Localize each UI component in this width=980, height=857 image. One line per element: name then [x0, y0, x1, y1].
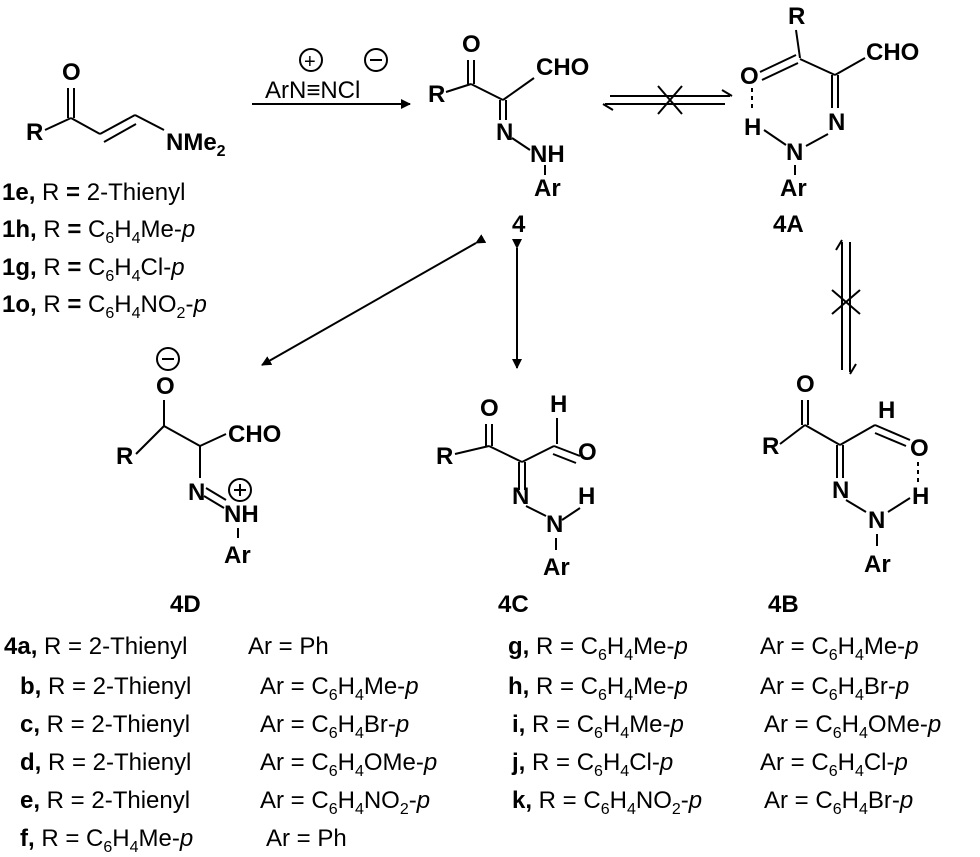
svg-text:H: H [550, 391, 567, 418]
starting-material-list: 1e, R = 2-Thienyl 1h, R = C6H4Me-p 1g, R… [2, 179, 207, 322]
svg-text:N: N [832, 477, 849, 504]
svg-text:R: R [762, 433, 779, 460]
compound-4B-structure: O R H O N H N Ar 4B [762, 371, 929, 618]
svg-text:N: N [868, 507, 885, 534]
atom-o: O [62, 59, 81, 86]
starting-1h: 1h, R = C6H4Me-p [2, 216, 195, 247]
svg-text:CHO: CHO [228, 421, 281, 448]
label-4D: 4D [170, 591, 201, 618]
svg-text:N: N [828, 109, 845, 136]
svg-text:Ar: Ar [543, 554, 570, 581]
svg-text:O: O [156, 373, 175, 400]
starting-1g: 1g, R = C6H4Cl-p [2, 254, 185, 285]
svg-text:O: O [578, 439, 597, 466]
starting-1o: 1o, R = C6H4NO2-p [2, 291, 207, 322]
svg-text:H: H [912, 483, 929, 510]
svg-text:CHO: CHO [866, 39, 919, 66]
label-4C: 4C [498, 591, 529, 618]
svg-text:N: N [496, 119, 513, 146]
svg-text:R: R [428, 81, 445, 108]
svg-text:R: R [116, 443, 133, 470]
svg-text:N: N [188, 479, 205, 506]
svg-text:O: O [796, 371, 815, 398]
compound-4C-structure: O R H O N N H Ar 4C [436, 391, 597, 618]
svg-text:Ar: Ar [864, 551, 891, 578]
label-4A: 4A [773, 211, 804, 238]
atom-r: R [26, 119, 43, 146]
diazonium-reagent: ArN≡NCl + [252, 48, 411, 109]
svg-text:N: N [786, 139, 803, 166]
svg-text:R: R [436, 443, 453, 470]
svg-text:H: H [878, 397, 895, 424]
svg-text:O: O [910, 435, 929, 462]
label-4B: 4B [768, 591, 799, 618]
svg-text:Ar: Ar [534, 175, 561, 202]
label-4: 4 [512, 211, 526, 238]
svg-text:O: O [480, 395, 499, 422]
svg-text:H: H [578, 483, 595, 510]
svg-text:N: N [546, 511, 563, 538]
svg-text:Ar: Ar [780, 175, 807, 202]
svg-text:R: R [788, 3, 805, 30]
reagent-text: ArN≡NCl [265, 77, 360, 104]
svg-text:NH: NH [530, 141, 565, 168]
svg-text:N: N [512, 483, 529, 510]
enaminone-structure: O R NMe2 [26, 59, 226, 160]
svg-text:O: O [740, 63, 759, 90]
equilibrium-4-4A [602, 85, 733, 115]
svg-text:NH: NH [224, 501, 259, 528]
compound-4A-structure: R O CHO N H N Ar 4A [740, 3, 919, 238]
arrow-4-4D [261, 234, 487, 366]
plus-charge: + [304, 51, 316, 73]
svg-text:CHO: CHO [536, 54, 589, 81]
svg-text:H: H [744, 114, 761, 141]
nme2-group: NMe2 [166, 129, 226, 160]
svg-text:O: O [462, 31, 481, 58]
compound-4D-structure: O R CHO N NH Ar 4D [116, 347, 281, 618]
svg-text:Ar: Ar [224, 542, 251, 569]
compound-4-structure: O R CHO N NH Ar 4 [428, 31, 589, 238]
equilibrium-4A-4B [831, 239, 861, 375]
starting-1e: 1e, R = 2-Thienyl [2, 179, 185, 206]
